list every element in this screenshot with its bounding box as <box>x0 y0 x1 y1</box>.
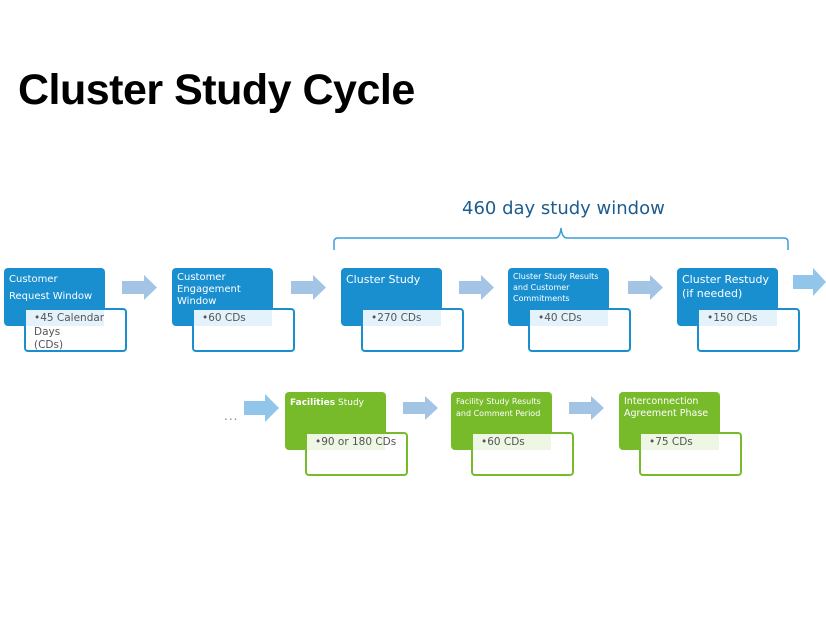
step-duration: •60 CDs <box>202 312 246 324</box>
step-duration: •60 CDs <box>481 436 525 448</box>
study-window-label: 460 day study window <box>462 198 665 219</box>
arrow-right-icon <box>569 396 604 420</box>
step-duration: •40 CDs <box>538 312 582 324</box>
step-duration-box: •75 CDs <box>639 432 742 476</box>
continuation-ellipsis: ... <box>224 409 239 423</box>
step-duration-box: •40 CDs <box>528 308 631 352</box>
step-title-rest: Study <box>335 398 364 408</box>
step-duration-box: •150 CDs <box>697 308 800 352</box>
arrow-right-icon <box>122 275 157 300</box>
step-duration-box: •60 CDs <box>192 308 295 352</box>
step-duration: •270 CDs <box>371 312 422 324</box>
step-duration-box: •90 or 180 CDs <box>305 432 408 476</box>
step-duration: •150 CDs <box>707 312 758 324</box>
arrow-right-icon <box>459 275 494 300</box>
arrow-right-icon <box>291 275 326 300</box>
study-window-brace <box>333 227 789 250</box>
step-duration-box: •45 Calendar Days (CDs) <box>24 308 127 352</box>
arrow-right-icon <box>628 275 663 300</box>
step-duration-box: •270 CDs <box>361 308 464 352</box>
arrow-right-icon <box>403 396 438 420</box>
slide-title: Cluster Study Cycle <box>18 66 415 114</box>
step-duration: •45 Calendar Days (CDs) <box>34 312 105 352</box>
step-duration: •75 CDs <box>649 436 693 448</box>
arrow-right-icon <box>793 268 826 296</box>
step-title-bold: Facilities <box>290 398 336 408</box>
arrow-right-icon <box>244 394 279 422</box>
step-duration-box: •60 CDs <box>471 432 574 476</box>
step-duration: •90 or 180 CDs <box>315 436 397 448</box>
